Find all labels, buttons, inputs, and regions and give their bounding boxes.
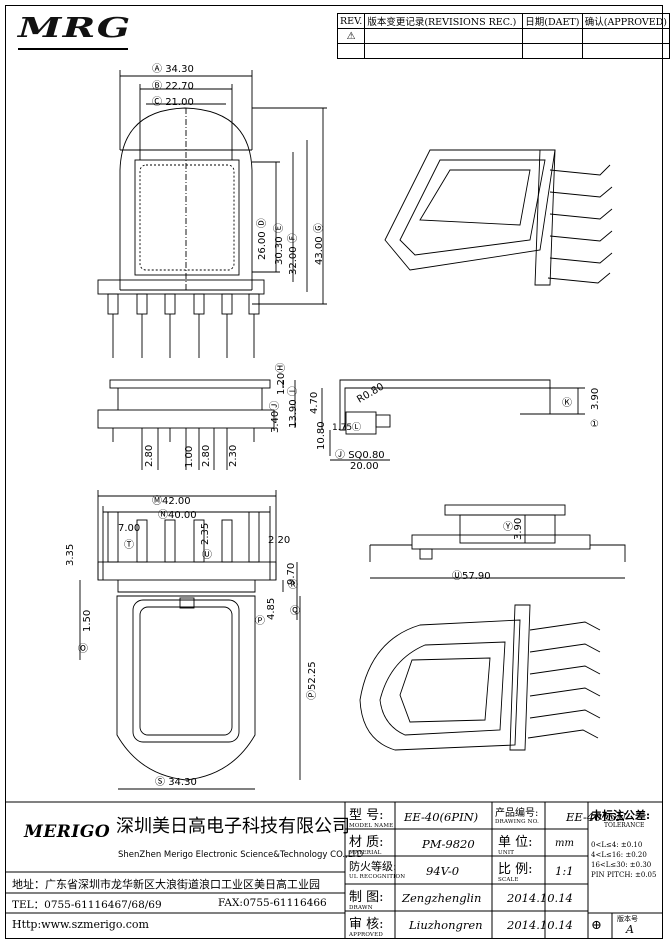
dim-e: 30.30 Ⓔ [274, 223, 285, 265]
dim-l: 1.75Ⓛ [332, 423, 362, 433]
tolerance-sub: TOLERANCE [604, 822, 645, 829]
dim-s: Ⓢ 34.30 [155, 777, 197, 788]
fax: FAX:0755-61116466 [218, 897, 327, 909]
ul-value: 94V-0 [426, 864, 460, 878]
dim-d: 26.00 Ⓓ [257, 218, 268, 260]
dim-pitch-3: 2.80 [201, 444, 212, 467]
address: 地址：广东省深圳市龙华新区大浪街道浪口工业区美日高工业园 [12, 878, 320, 891]
approved-label-block: 审 核: APPROVED [349, 917, 384, 938]
bottom-view [79, 490, 301, 790]
revision-table: REV. 版本变更记录(REVISIONS REC.) 日期(DAET) 确认(… [336, 13, 670, 59]
dim-i: 13.90 Ⓘ [288, 386, 299, 428]
dim-j: 3.40Ⓙ [270, 400, 281, 433]
dim-s1: 2.20 [268, 535, 291, 546]
tel: TEL：0755-61116467/68/69 [12, 899, 162, 911]
dim-t-label: Ⓣ [124, 540, 134, 551]
dim-y-label: Ⓨ [503, 522, 513, 533]
dim-c: Ⓒ 21.00 [152, 97, 194, 108]
drawing-no-label-block: 产品编号: DRAWING NO. [495, 808, 540, 825]
unit-value: mm [555, 838, 574, 849]
dim-q-label: Ⓠ [290, 606, 300, 617]
dim-q-value: 4.85 [266, 597, 277, 620]
unit-label-block: 单 位: UNIT [498, 835, 533, 856]
dim-u2-label: Ⓤ [202, 550, 212, 561]
dim-p-value: Ⓟ52.25 [307, 661, 318, 700]
dim-pitch-1: 2.80 [144, 444, 155, 467]
scale-value: 1:1 [555, 864, 574, 878]
dim-width: 20.00 [350, 461, 379, 472]
material-label-block: 材 质: MATERIAL [349, 835, 384, 856]
dim-u2: 2.35 [200, 522, 211, 545]
dim-t-value: 7.00 [118, 523, 141, 534]
projection-symbol-icon: ⊕ [591, 918, 602, 933]
drawn-date: 2014.10.14 [507, 891, 573, 905]
dim-k: Ⓚ [562, 398, 572, 409]
company-name-en: ShenZhen Merigo Electronic Science&Techn… [118, 850, 364, 860]
dim-o-value: 1.50 [82, 609, 93, 632]
isometric-view-top [384, 149, 613, 286]
side-view [97, 379, 296, 470]
dim-u: Ⓤ57.90 [452, 571, 491, 582]
merigo-logo: MERIGO [24, 822, 111, 842]
approved-value: Liuzhongren [409, 918, 483, 932]
model-label-block: 型 号: MODEL NAME [349, 808, 394, 829]
dim-pitch-2: 1.00 [184, 445, 195, 468]
dim-o-label: Ⓞ [78, 644, 88, 655]
dim-335: 3.35 [65, 543, 76, 566]
drawing-no-value: EE-4015N [566, 810, 627, 824]
drawing-frame [5, 5, 663, 939]
dim-m: Ⓜ42.00 [152, 496, 191, 507]
tolerance-row: 16<L≤30: ±0.30 [591, 861, 652, 869]
approved-date: 2014.10.14 [507, 918, 573, 932]
top-view [97, 70, 327, 358]
material-value: PM-9820 [422, 837, 475, 851]
tolerance-row: 4<L≤16: ±0.20 [591, 851, 647, 859]
dim-y-value: 3.90 [513, 517, 524, 540]
title-block-grid [5, 801, 663, 939]
drawn-value: Zengzhenglin [402, 891, 482, 905]
dim-g: 43.00 Ⓖ [314, 223, 325, 265]
version-label: 版本号 [617, 915, 638, 923]
website: Http:www.szmerigo.com [12, 918, 149, 931]
dim-one: ① [590, 419, 599, 430]
dim-p-label: Ⓟ [255, 616, 265, 627]
dim-n: Ⓝ40.00 [158, 510, 197, 521]
ul-label-block: 防火等级: UL RECOGNITION [349, 860, 406, 880]
dim-a: Ⓐ 34.30 [152, 64, 194, 75]
tolerance-row: 0<L≤4: ±0.10 [591, 841, 643, 849]
dim-sq: Ⓙ SQ0.80 [335, 450, 385, 461]
model-value: EE-40(6PIN) [404, 810, 479, 824]
company-name-cn: 深圳美日高电子科技有限公司 [116, 816, 350, 837]
dim-pitch-4: 2.30 [228, 444, 239, 467]
dim-b: Ⓑ 22.70 [152, 81, 194, 92]
version-value: A [626, 923, 634, 936]
drawn-label-block: 制 图: DRAWN [349, 890, 384, 911]
section-view [321, 379, 585, 461]
dim-r-label: Ⓡ [288, 580, 298, 591]
tolerance-title: 未标注公差: [591, 809, 651, 822]
dim-h2: 10.80 [316, 421, 327, 450]
scale-label-block: 比 例: SCALE [498, 862, 533, 883]
tolerance-row: PIN PITCH: ±0.05 [591, 871, 657, 879]
dim-k-value: 3.90 [590, 387, 601, 410]
logo-underline [18, 48, 128, 50]
isometric-view-bottom [359, 604, 601, 751]
tolerance-list: 0<L≤4: ±0.10 4<L≤16: ±0.20 16<L≤30: ±0.3… [591, 840, 656, 880]
front-view [369, 504, 626, 579]
mrg-logo: MRG [18, 13, 132, 44]
dim-f: 32.00 Ⓕ [288, 233, 299, 275]
dim-h1: 4.70 [309, 391, 320, 414]
